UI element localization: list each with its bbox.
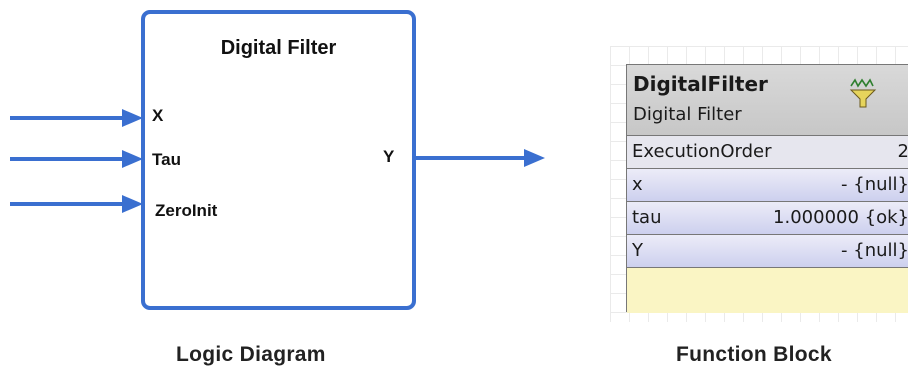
function-block-name: DigitalFilter	[633, 72, 768, 96]
fb-row-key: x	[632, 174, 643, 195]
function-block-header: DigitalFilter Digital Filter	[627, 65, 908, 136]
output-wire-y	[414, 149, 545, 167]
output-label-y: Y	[383, 147, 395, 166]
fb-row-value: - {null}	[841, 240, 908, 261]
function-block-footer	[627, 268, 908, 313]
input-label-tau: Tau	[152, 150, 181, 169]
input-wire-tau	[10, 150, 143, 168]
input-wire-x	[10, 109, 143, 127]
input-wire-zeroinit	[10, 195, 143, 213]
fb-row-value: 2	[897, 141, 908, 162]
fb-row-tau[interactable]: tau 1.000000 {ok}	[627, 202, 908, 235]
logic-block-title: Digital Filter	[220, 37, 337, 59]
caption-logic-diagram: Logic Diagram	[176, 343, 326, 366]
filter-funnel-icon	[849, 78, 877, 108]
fb-row-key: Y	[632, 240, 643, 261]
fb-row-value: 1.000000 {ok}	[773, 207, 908, 228]
function-block[interactable]: DigitalFilter Digital Filter ExecutionOr…	[626, 64, 908, 313]
fb-row-y[interactable]: Y - {null}	[627, 235, 908, 268]
input-label-zeroinit: ZeroInit	[155, 201, 218, 220]
fb-row-value: - {null}	[841, 174, 908, 195]
function-block-canvas: DigitalFilter Digital Filter ExecutionOr…	[610, 46, 908, 322]
fb-row-key: tau	[632, 207, 662, 228]
function-block-description: Digital Filter	[633, 104, 742, 125]
fb-row-execution-order[interactable]: ExecutionOrder 2	[627, 136, 908, 169]
fb-row-x[interactable]: x - {null}	[627, 169, 908, 202]
input-label-x: X	[152, 106, 164, 125]
fb-row-key: ExecutionOrder	[632, 141, 772, 162]
caption-function-block: Function Block	[676, 343, 832, 366]
